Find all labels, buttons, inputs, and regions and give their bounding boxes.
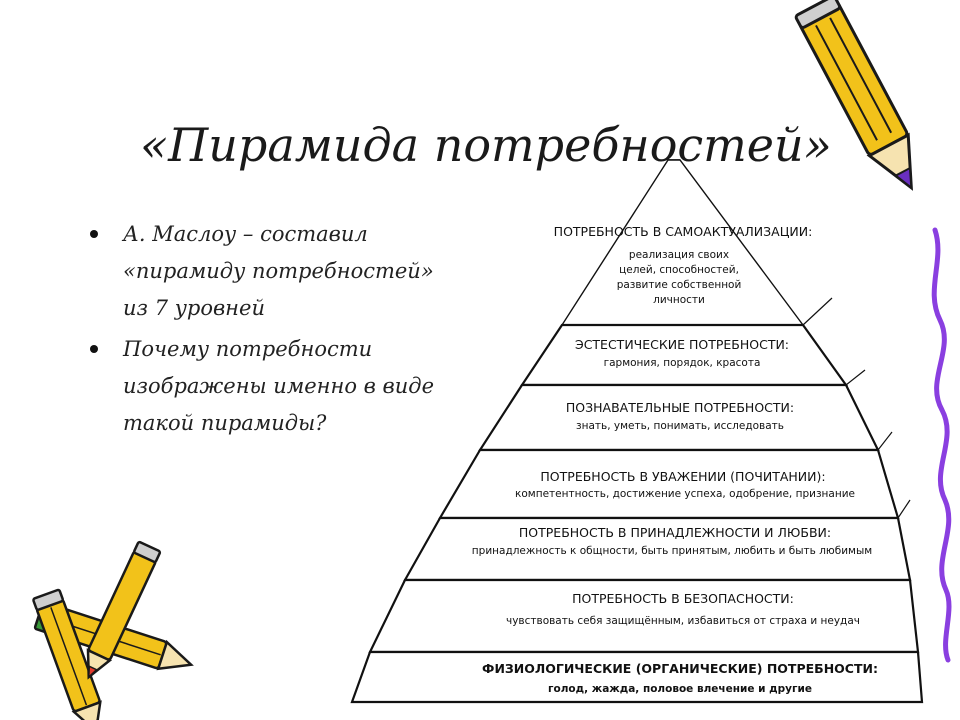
pencil-icon [86,540,162,680]
pyramid-levels [350,159,924,704]
pyramid-level-7 [350,650,924,704]
level-title: ЭСТЕСТИЧЕСКИЕ ПОТРЕБНОСТИ: [575,337,789,352]
pyramid-level-4 [438,448,900,520]
bullet-text: Почему потребности изображены именно в в… [123,337,435,435]
pyramid-level-3 [477,383,880,452]
level-desc: реализация своих [629,249,729,261]
decorative-squiggle-icon [931,227,952,663]
bullet-dot-icon [90,230,98,238]
level-desc: знать, уметь, понимать, исследовать [576,420,784,432]
bullet-item: Почему потребности изображены именно в в… [90,331,460,442]
bullet-list: А. Маслоу – составил «пирамиду потребнос… [90,216,460,446]
bullet-item: А. Маслоу – составил «пирамиду потребнос… [90,216,460,327]
level-desc: гармония, порядок, красота [604,357,761,369]
pyramid-level-2 [519,323,849,387]
level-title: ПОТРЕБНОСТЬ В ПРИНАДЛЕЖНОСТИ И ЛЮБВИ: [519,525,831,540]
pencil-icon [794,0,914,191]
level-title: ПОЗНАВАТЕЛЬНЫЕ ПОТРЕБНОСТИ: [566,400,794,415]
bullet-dot-icon [90,345,98,353]
level-title: ПОТРЕБНОСТЬ В САМОАКТУАЛИЗАЦИИ: [554,224,813,239]
level-desc: принадлежность к общности, быть принятым… [472,545,872,557]
bullet-text: А. Маслоу – составил «пирамиду потребнос… [123,222,434,320]
level-desc: компетентность, достижение успеха, одобр… [515,488,855,500]
level-desc: голод, жажда, половое влечение и другие [548,683,812,695]
level-title: ФИЗИОЛОГИЧЕСКИЕ (ОРГАНИЧЕСКИЕ) ПОТРЕБНОС… [482,661,878,676]
level-desc: чувствовать себя защищённым, избавиться … [506,615,860,627]
level-title: ПОТРЕБНОСТЬ В БЕЗОПАСНОСТИ: [572,591,794,606]
pyramid-side-separators [802,297,911,519]
level-desc: целей, способностей, [619,264,739,276]
slide-title: «Пирамида потребностей» [140,118,832,172]
pencil-icon [32,588,102,720]
level-title: ПОТРЕБНОСТЬ В УВАЖЕНИИ (ПОЧИТАНИИ): [540,469,825,484]
level-desc: развитие собственной [617,279,742,291]
level-desc: личности [653,294,705,306]
